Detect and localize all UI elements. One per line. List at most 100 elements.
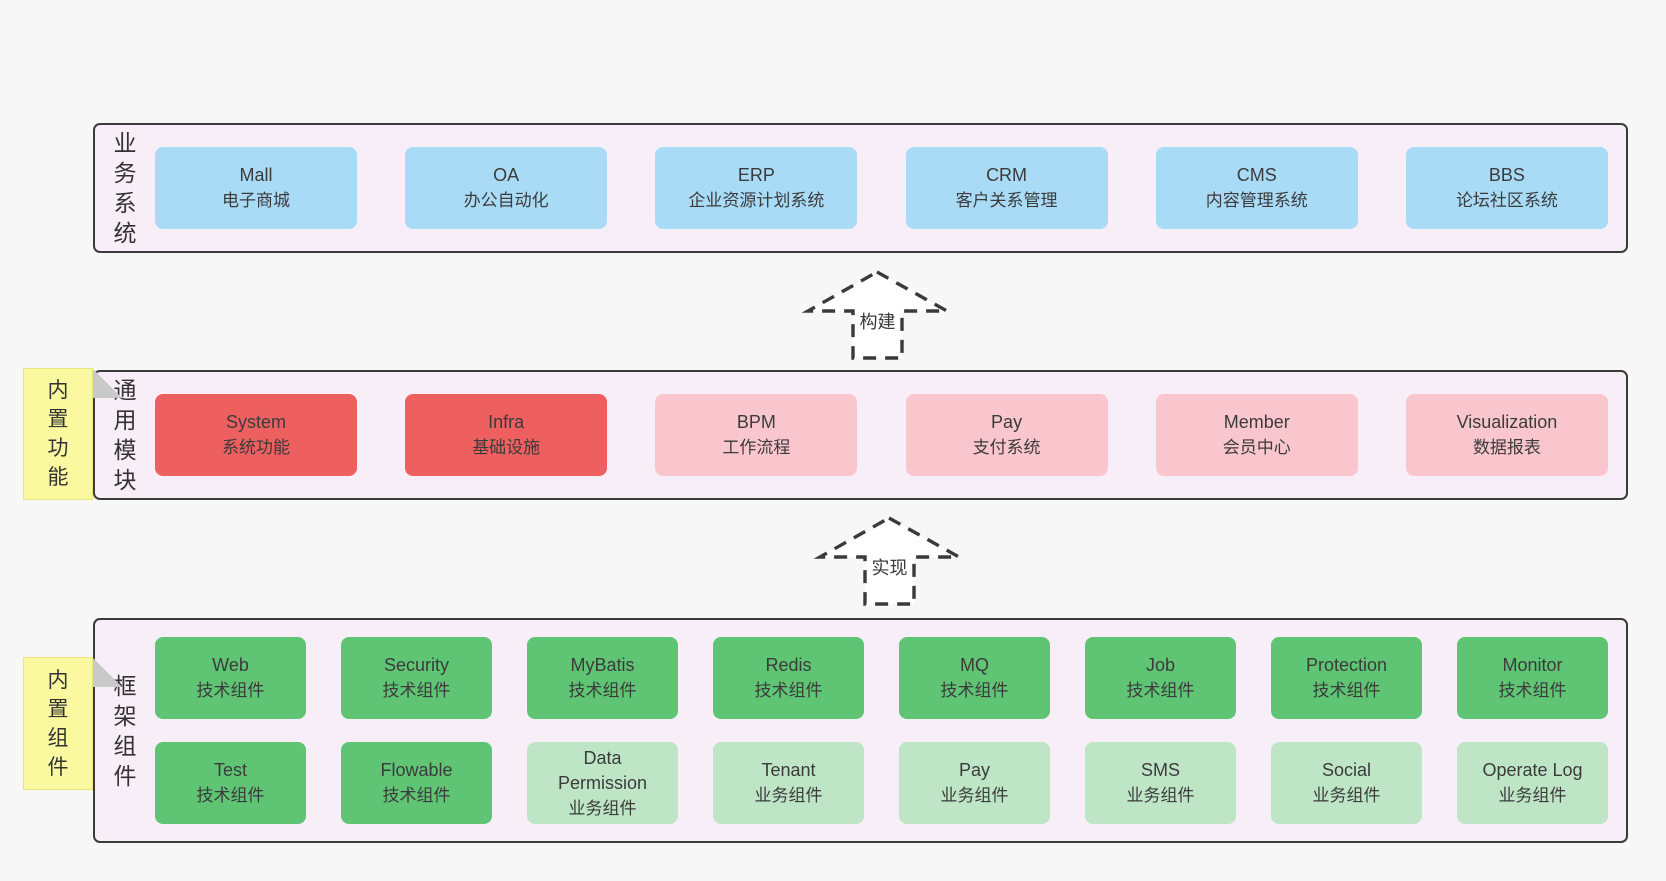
module-subtitle: 内容管理系统 xyxy=(1205,191,1308,210)
module-title: Pay xyxy=(991,412,1023,432)
module-title: Protection xyxy=(1305,655,1388,675)
build-arrow: 构建 xyxy=(800,266,955,364)
module-box-pay: Pay 支付系统 xyxy=(905,394,1108,476)
module-box-job: Job 技术组件 xyxy=(1085,637,1236,719)
module-title: Infra xyxy=(488,412,525,432)
sticky-note-common-modules: 内置功能 xyxy=(23,368,93,500)
module-title: ERP xyxy=(737,165,775,185)
module-box-test: Test 技术组件 xyxy=(155,742,306,824)
module-subtitle: 技术组件 xyxy=(382,786,451,805)
module-subtitle: 业务组件 xyxy=(1312,786,1381,805)
module-subtitle: 技术组件 xyxy=(382,681,451,700)
module-box-data-permission: Data Permission 业务组件 xyxy=(527,742,678,824)
band-label-text: 业务系统 xyxy=(113,130,137,246)
module-title: Data Permission xyxy=(557,747,648,793)
module-subtitle: 技术组件 xyxy=(1126,681,1195,700)
module-subtitle: 技术组件 xyxy=(1312,681,1381,700)
module-title: System xyxy=(225,412,286,432)
module-box-cms: CMS 内容管理系统 xyxy=(1155,147,1358,229)
band-label-text: 通用模块 xyxy=(113,377,137,493)
module-box-tenant: Tenant 业务组件 xyxy=(713,742,864,824)
module-title: Flowable xyxy=(380,760,453,780)
module-box-erp: ERP 企业资源计划系统 xyxy=(655,147,858,229)
band-label-text: 框架组件 xyxy=(113,672,137,789)
module-box-pay: Pay 业务组件 xyxy=(899,742,1050,824)
module-box-web: Web 技术组件 xyxy=(155,637,306,719)
module-title: Operate Log xyxy=(1482,760,1583,780)
band-label-framework-components: 框架组件 xyxy=(95,620,155,841)
module-subtitle: 客户关系管理 xyxy=(955,191,1058,210)
module-box-bpm: BPM 工作流程 xyxy=(655,394,858,476)
module-subtitle: 技术组件 xyxy=(754,681,823,700)
module-box-mq: MQ 技术组件 xyxy=(899,637,1050,719)
module-box-visualization: Visualization 数据报表 xyxy=(1405,394,1608,476)
sticky-note-label: 内置组件 xyxy=(47,668,69,779)
module-subtitle: 业务组件 xyxy=(754,786,823,805)
module-title: Web xyxy=(212,655,249,675)
module-subtitle: 技术组件 xyxy=(940,681,1009,700)
module-box-operate-log: Operate Log 业务组件 xyxy=(1457,742,1608,824)
implement-arrow: 实现 xyxy=(812,512,967,610)
module-subtitle: 会员中心 xyxy=(1222,438,1291,457)
module-subtitle: 数据报表 xyxy=(1472,438,1541,457)
module-title: Security xyxy=(383,655,450,675)
module-box-infra: Infra 基础设施 xyxy=(405,394,608,476)
module-title: Pay xyxy=(958,760,991,780)
module-title: Tenant xyxy=(761,760,816,780)
module-subtitle: 业务组件 xyxy=(1126,786,1195,805)
module-title: Social xyxy=(1321,760,1372,780)
module-subtitle: 基础设施 xyxy=(472,438,541,457)
module-box-system: System 系统功能 xyxy=(155,394,357,476)
module-box-social: Social 业务组件 xyxy=(1271,742,1422,824)
implement-arrow-label: 实现 xyxy=(812,556,967,580)
sticky-note-framework-components: 内置组件 xyxy=(23,657,93,790)
module-subtitle: 办公自动化 xyxy=(463,191,549,210)
module-title: MQ xyxy=(960,655,989,675)
module-subtitle: 业务组件 xyxy=(1498,786,1567,805)
module-subtitle: 业务组件 xyxy=(940,786,1009,805)
band-label-common-modules: 通用模块 xyxy=(95,372,155,498)
module-box-flowable: Flowable 技术组件 xyxy=(341,742,492,824)
module-title: Visualization xyxy=(1456,412,1558,432)
module-subtitle: 系统功能 xyxy=(222,438,290,457)
band-label-business-systems: 业务系统 xyxy=(95,125,155,251)
module-title: MyBatis xyxy=(570,655,635,675)
module-title: CMS xyxy=(1236,165,1277,185)
module-box-sms: SMS 业务组件 xyxy=(1085,742,1236,824)
module-title: BBS xyxy=(1488,165,1525,185)
module-subtitle: 企业资源计划系统 xyxy=(688,191,825,210)
module-box-mybatis: MyBatis 技术组件 xyxy=(527,637,678,719)
module-subtitle: 技术组件 xyxy=(196,681,265,700)
module-subtitle: 论坛社区系统 xyxy=(1455,191,1558,210)
module-title: SMS xyxy=(1140,760,1180,780)
module-title: OA xyxy=(493,165,520,185)
module-title: BPM xyxy=(736,412,776,432)
band-common-modules: 通用模块 System 系统功能 Infra 基础设施 BPM 工作流程 Pay 支付系统 Mem… xyxy=(93,370,1628,500)
module-subtitle: 业务组件 xyxy=(568,798,637,818)
module-subtitle: 电子商城 xyxy=(222,191,290,210)
module-title: Test xyxy=(213,760,247,780)
module-subtitle: 技术组件 xyxy=(1498,681,1567,700)
module-subtitle: 支付系统 xyxy=(972,438,1041,457)
module-subtitle: 技术组件 xyxy=(568,681,637,700)
module-subtitle: 工作流程 xyxy=(722,438,791,457)
module-subtitle: 技术组件 xyxy=(196,786,265,805)
sticky-note-label: 内置功能 xyxy=(47,379,69,489)
module-box-bbs: BBS 论坛社区系统 xyxy=(1405,147,1608,229)
module-title: Job xyxy=(1145,655,1176,675)
